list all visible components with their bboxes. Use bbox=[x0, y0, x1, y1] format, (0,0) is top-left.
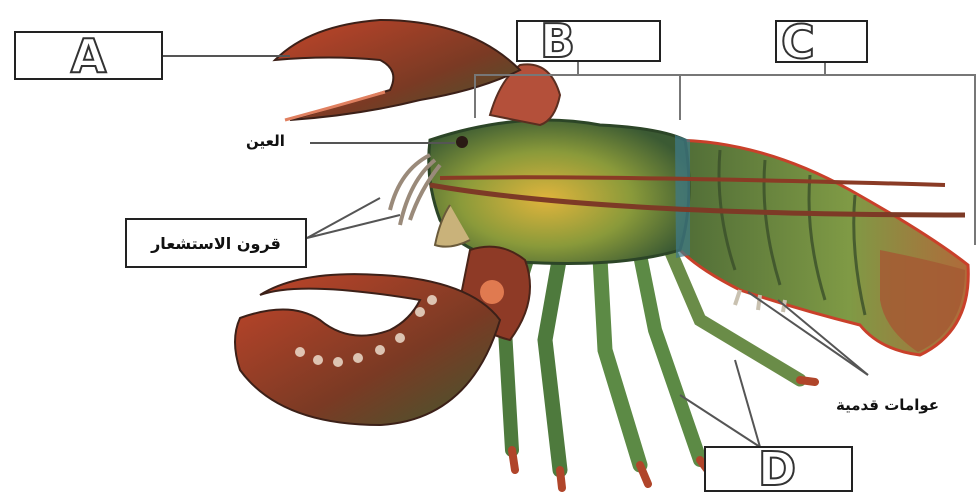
antennae-label: قرون الاستشعار bbox=[151, 234, 281, 253]
antennae-label-box: قرون الاستشعار bbox=[125, 218, 307, 268]
label-a: A bbox=[16, 33, 161, 78]
upper-claw bbox=[275, 20, 520, 120]
label-box-b[interactable]: B bbox=[516, 20, 661, 62]
label-box-c[interactable]: C bbox=[775, 20, 868, 63]
lower-claw bbox=[235, 274, 500, 425]
label-box-a[interactable]: A bbox=[14, 31, 163, 80]
label-d: D bbox=[706, 448, 851, 490]
eye-label: العين bbox=[246, 132, 285, 150]
label-b: B bbox=[518, 22, 659, 60]
eye-dot bbox=[456, 136, 468, 148]
label-c: C bbox=[777, 22, 866, 61]
label-box-d[interactable]: D bbox=[704, 446, 853, 492]
swimmerets-label: عوامات قدمية bbox=[836, 396, 939, 414]
